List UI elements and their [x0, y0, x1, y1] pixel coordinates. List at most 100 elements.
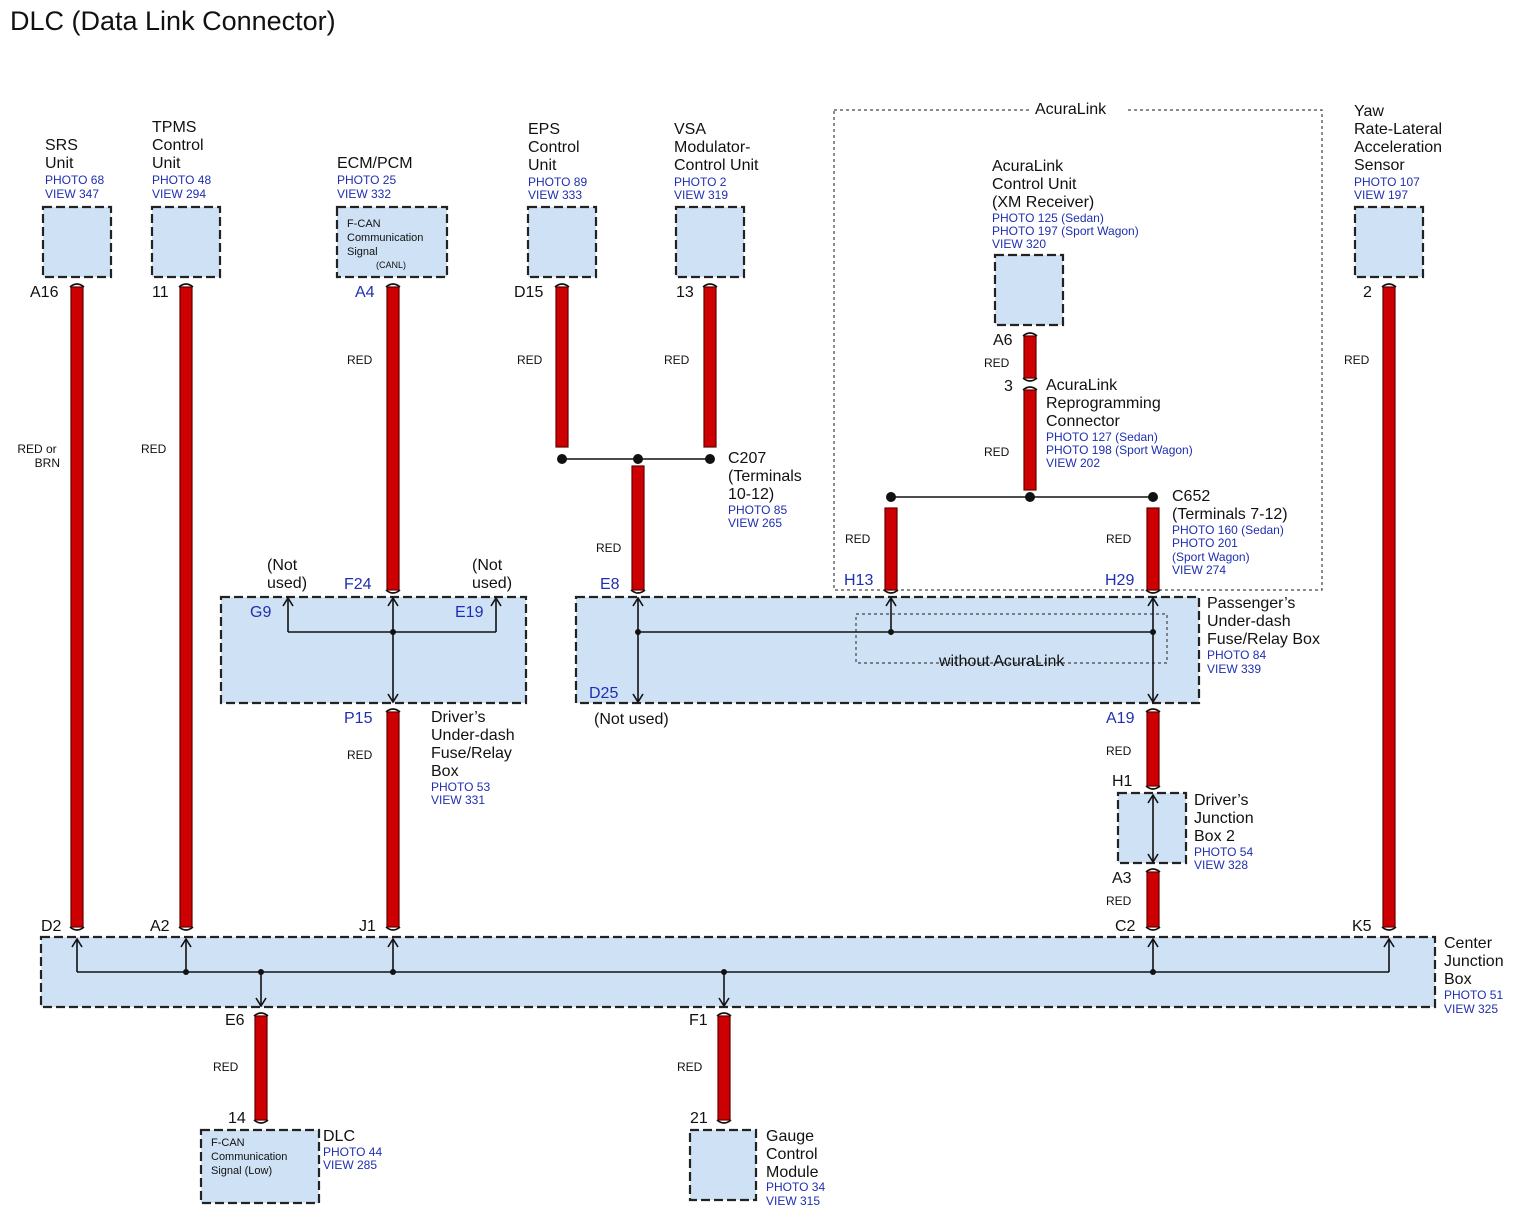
drivers-junction-box-2 — [1116, 791, 1188, 865]
wire-a19-h1 — [1146, 711, 1160, 787]
wire-color-vsa: RED — [664, 353, 690, 367]
wire-color-labels: RED or BRN RED RED RED RED RED RED RED R… — [17, 353, 1369, 1074]
c207-label: C207 (Terminals 10-12) — [728, 450, 806, 503]
wire-color-srs: RED or BRN — [17, 442, 60, 470]
vsa-unit-label: VSA Modulator- Control Unit — [674, 121, 759, 174]
vsa-unit-box — [674, 205, 746, 279]
dlc-box — [199, 1128, 321, 1205]
drivers-junction-box-2-refs: PHOTO 54 VIEW 328 — [1194, 845, 1256, 872]
wire-a6-3 — [1023, 335, 1037, 379]
ecm-pcm-signal-label: F-CAN Communication Signal — [347, 218, 426, 258]
drivers-junction-box-2-label: Driver’s Junction Box 2 — [1194, 792, 1258, 845]
connector-caps — [69, 283, 1397, 1124]
pin-a19: A19 — [1106, 710, 1135, 727]
dlc-refs: PHOTO 44 VIEW 285 — [323, 1145, 385, 1172]
wire-color-e8: RED — [596, 541, 622, 555]
wire-3-c652 — [1023, 389, 1037, 491]
wire-a3-c2 — [1146, 871, 1160, 928]
ecm-pcm-label: ECM/PCM — [337, 155, 413, 172]
passengers-fuse-box-refs: PHOTO 84 VIEW 339 — [1207, 648, 1269, 676]
srs-unit-box — [41, 205, 113, 279]
wire-color-p15: RED — [347, 748, 373, 762]
srs-unit-refs: PHOTO 68 VIEW 347 — [45, 173, 107, 201]
yaw-sensor-label: Yaw Rate-Lateral Acceleration Sensor — [1354, 103, 1447, 174]
wire-f1-gauge — [717, 1015, 731, 1121]
pin-g9: G9 — [250, 604, 271, 621]
wire-tpms — [179, 286, 193, 928]
wire-color-eps: RED — [517, 353, 543, 367]
wire-color-a3: RED — [1106, 894, 1132, 908]
wire-h29 — [1146, 507, 1160, 591]
pin-a3: A3 — [1112, 870, 1132, 887]
center-junction-box-label: Center Junction Box — [1444, 935, 1508, 988]
without-acuralink-label: without AcuraLink — [938, 653, 1065, 670]
acuralink-connector-refs: PHOTO 127 (Sedan) PHOTO 198 (Sport Wagon… — [1046, 430, 1196, 470]
not-used-e19-label: (Not used) — [472, 557, 512, 592]
not-used-g9-label: (Not used) — [267, 557, 307, 592]
vsa-unit-refs: PHOTO 2 VIEW 319 — [674, 175, 730, 202]
acuralink-region — [833, 109, 1323, 591]
wire-color-yaw: RED — [1344, 353, 1370, 367]
dlc-label: DLC — [323, 1128, 355, 1145]
ecm-pcm-refs: PHOTO 25 VIEW 332 — [337, 173, 399, 201]
center-junction-box-refs: PHOTO 51 VIEW 325 — [1444, 988, 1506, 1016]
drivers-fuse-box — [219, 595, 528, 705]
pin-h29: H29 — [1105, 572, 1134, 589]
acuralink-region-label: AcuraLink — [1035, 101, 1107, 118]
tpms-unit-refs: PHOTO 48 VIEW 294 — [152, 173, 214, 201]
pin-11: 11 — [152, 284, 169, 301]
pin-d15: D15 — [514, 284, 543, 301]
c652-label: C652 (Terminals 7-12) — [1172, 488, 1288, 523]
eps-unit-box — [526, 205, 598, 279]
wire-srs — [70, 286, 84, 928]
wire-yaw — [1382, 286, 1396, 928]
pin-e6: E6 — [225, 1012, 245, 1029]
yaw-sensor-refs: PHOTO 107 VIEW 197 — [1354, 175, 1423, 202]
pin-p15: P15 — [344, 710, 373, 727]
wire-color-h29: RED — [1106, 532, 1132, 546]
page-title: DLC (Data Link Connector) — [10, 6, 336, 36]
srs-unit-label: SRS Unit — [45, 137, 82, 172]
tpms-unit-label: TPMS Control Unit — [152, 119, 208, 172]
pin-13: 13 — [676, 284, 694, 301]
tpms-unit-box — [150, 205, 222, 279]
acuralink-unit-label: AcuraLink Control Unit (XM Receiver) — [992, 158, 1094, 211]
passengers-fuse-box-label: Passenger’s Under-dash Fuse/Relay Box — [1207, 595, 1320, 648]
pin-a16: A16 — [30, 284, 59, 301]
pin-a6: A6 — [993, 332, 1013, 349]
pin-2: 2 — [1363, 284, 1372, 301]
wire-e6-dlc — [254, 1015, 268, 1121]
gauge-module-refs: PHOTO 34 VIEW 315 — [766, 1180, 828, 1208]
yaw-sensor-box — [1353, 205, 1425, 279]
internal-lines — [71, 454, 1395, 1008]
pin-k5: K5 — [1352, 918, 1372, 935]
pin-h1: H1 — [1112, 773, 1133, 790]
pin-e8: E8 — [600, 576, 620, 593]
wire-color-ecm: RED — [347, 353, 373, 367]
c652-refs: PHOTO 160 (Sedan) PHOTO 201 (Sport Wagon… — [1172, 523, 1287, 577]
wire-color-a6: RED — [984, 356, 1010, 370]
acuralink-unit-refs: PHOTO 125 (Sedan) PHOTO 197 (Sport Wagon… — [992, 211, 1142, 251]
wire-ecm — [386, 286, 400, 591]
pin-j1: J1 — [359, 918, 376, 935]
pin-14: 14 — [228, 1110, 246, 1127]
eps-unit-label: EPS Control Unit — [528, 121, 584, 174]
wire-color-f1: RED — [677, 1060, 703, 1074]
pin-a2: A2 — [150, 918, 170, 935]
passengers-fuse-box — [574, 595, 1201, 705]
wire-color-conn: RED — [984, 445, 1010, 459]
acuralink-connector-label: AcuraLink Reprogramming Connector — [1046, 377, 1165, 430]
wire-c207-e8 — [631, 465, 645, 591]
ecm-pcm-canl-label: (CANL) — [376, 260, 406, 270]
eps-unit-refs: PHOTO 89 VIEW 333 — [528, 175, 590, 202]
pin-d2: D2 — [41, 918, 62, 935]
wire-p15-j1 — [386, 711, 400, 928]
ecm-pcm-box — [335, 205, 449, 279]
gauge-module-label: Gauge Control Module — [766, 1128, 822, 1181]
drivers-fuse-box-refs: PHOTO 53 VIEW 331 — [431, 780, 493, 807]
pin-d25: D25 — [589, 685, 618, 702]
acuralink-unit-box — [993, 253, 1065, 327]
pin-a4: A4 — [355, 284, 375, 301]
wire-vsa — [703, 286, 717, 448]
